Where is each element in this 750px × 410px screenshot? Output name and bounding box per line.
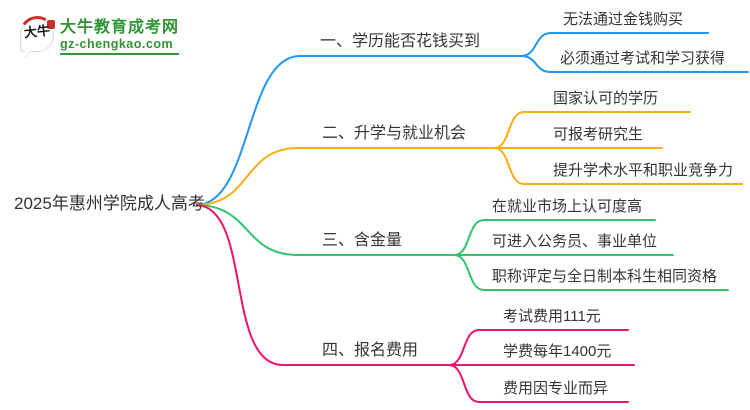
branch-1-child-1-line	[520, 32, 709, 57]
child-topic: 可报考研究生	[553, 126, 644, 143]
branch-2-label: 二、升学与就业机会	[322, 125, 467, 142]
child-topic: 学费每年1400元	[503, 343, 612, 360]
branch-1-line	[196, 55, 522, 206]
branch-3-label: 三、含金量	[322, 232, 403, 249]
branch-2-child-1-line	[493, 111, 691, 149]
child-topic: 必须通过考试和学习获得	[560, 50, 726, 67]
central-topic: 2025年惠州学院成人高考	[14, 194, 205, 213]
branch-2-line	[196, 147, 495, 206]
branch-4-child-1-line	[448, 329, 629, 366]
child-topic: 在就业市场上认可度高	[492, 198, 643, 215]
logo-red-seal	[47, 20, 55, 29]
child-topic: 国家认可的学历	[553, 90, 659, 107]
child-topic: 考试费用111元	[503, 308, 601, 325]
logo-domain: gz-chengkao.com	[60, 37, 180, 55]
logo-calligraphy: 大牛	[23, 22, 51, 41]
child-topic: 可进入公务员、事业单位	[492, 233, 658, 250]
logo-speech-bubble: 大牛	[17, 12, 57, 57]
site-logo: 大牛 大牛教育成考网 gz-chengkao.com	[17, 12, 180, 57]
branch-3-child-1-line	[453, 219, 656, 256]
child-topic: 职称评定与全日制本科生相同资格	[492, 268, 718, 285]
branch-2-child-3-line	[493, 147, 743, 185]
branch-4-child-3-line	[448, 364, 629, 403]
child-topic: 提升学术水平和职业竞争力	[553, 162, 734, 179]
logo-bubble-tail	[25, 50, 32, 57]
branch-1-child-2-line	[520, 55, 749, 73]
branch-4-label: 四、报名费用	[322, 342, 419, 359]
logo-brand-name: 大牛教育成考网	[60, 19, 180, 36]
branch-3-child-3-line	[453, 254, 729, 291]
child-topic: 费用因专业而异	[503, 380, 609, 397]
branch-1-label: 一、学历能否花钱买到	[320, 33, 481, 50]
branch-3-line	[196, 204, 455, 256]
child-topic: 无法通过金钱购买	[563, 11, 684, 28]
branch-4-line	[196, 204, 450, 366]
